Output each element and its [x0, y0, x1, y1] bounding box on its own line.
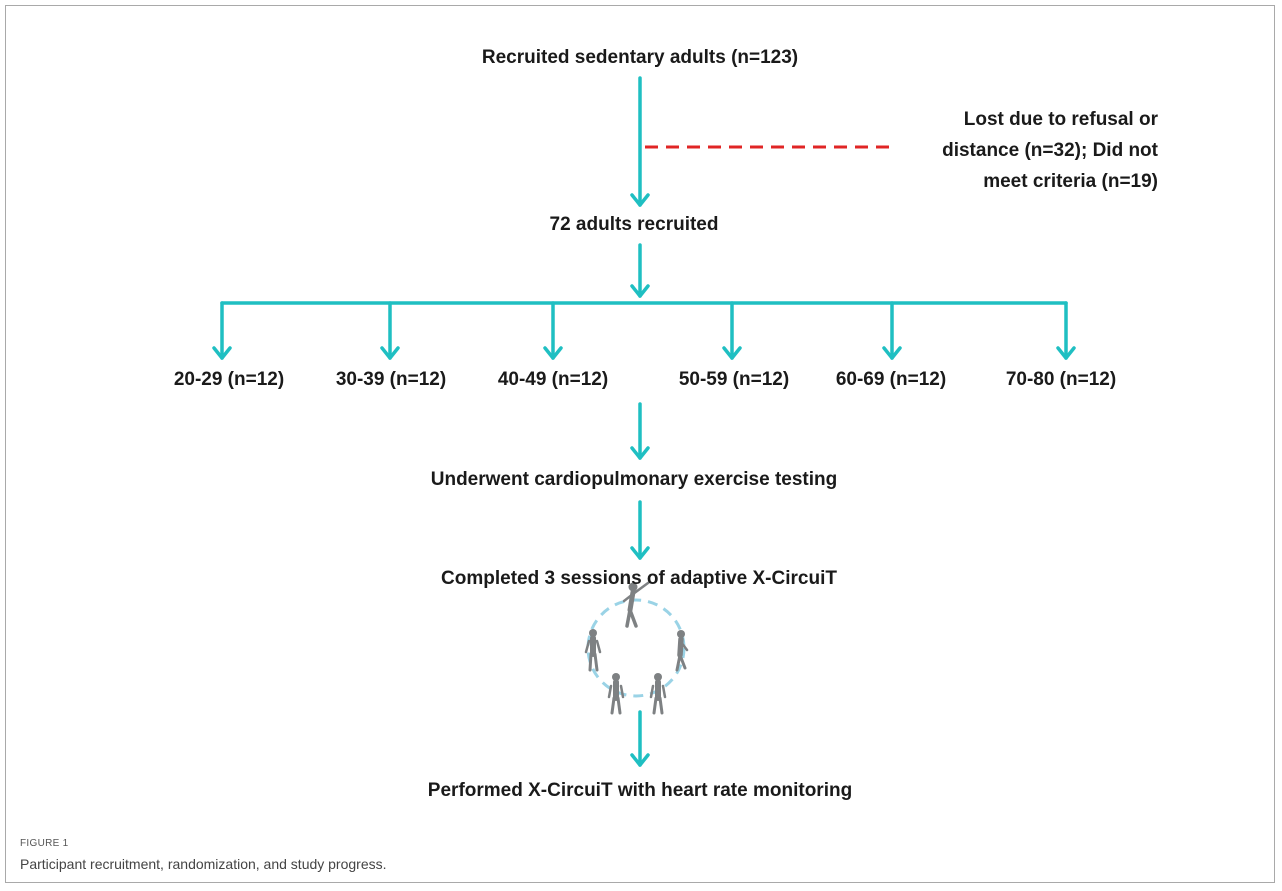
node-monitoring: Performed X-CircuiT with heart rate moni…: [427, 780, 853, 801]
group-40-49: 40-49 (n=12): [497, 369, 609, 390]
lost-line-1: Lost due to refusal or: [963, 109, 1158, 130]
node-sessions: Completed 3 sessions of adaptive X-Circu…: [441, 568, 837, 589]
exerciser-figure-left: [584, 629, 602, 672]
exerciser-figure-bottom-left: [607, 673, 625, 715]
node-recruited: Recruited sedentary adults (n=123): [481, 47, 799, 68]
exerciser-figure-right: [675, 630, 689, 672]
exerciser-figure-bottom-right: [649, 673, 667, 715]
figure-label: FIGURE 1: [20, 838, 69, 849]
exerciser-figure-top: [622, 581, 650, 628]
group-30-39: 30-39 (n=12): [335, 369, 447, 390]
lost-line-2: distance (n=32); Did not: [942, 140, 1158, 161]
figure-caption: Participant recruitment, randomization, …: [20, 856, 387, 872]
node-lost-to-follow-up: Lost due to refusal or distance (n=32); …: [898, 104, 1158, 197]
circuit-illustration: [584, 581, 689, 715]
group-70-80: 70-80 (n=12): [1005, 369, 1117, 390]
group-20-29: 20-29 (n=12): [173, 369, 285, 390]
group-60-69: 60-69 (n=12): [835, 369, 947, 390]
lost-line-3: meet criteria (n=19): [983, 171, 1158, 192]
node-enrolled: 72 adults recruited: [549, 214, 719, 235]
group-50-59: 50-59 (n=12): [678, 369, 790, 390]
node-testing: Underwent cardiopulmonary exercise testi…: [430, 469, 838, 490]
